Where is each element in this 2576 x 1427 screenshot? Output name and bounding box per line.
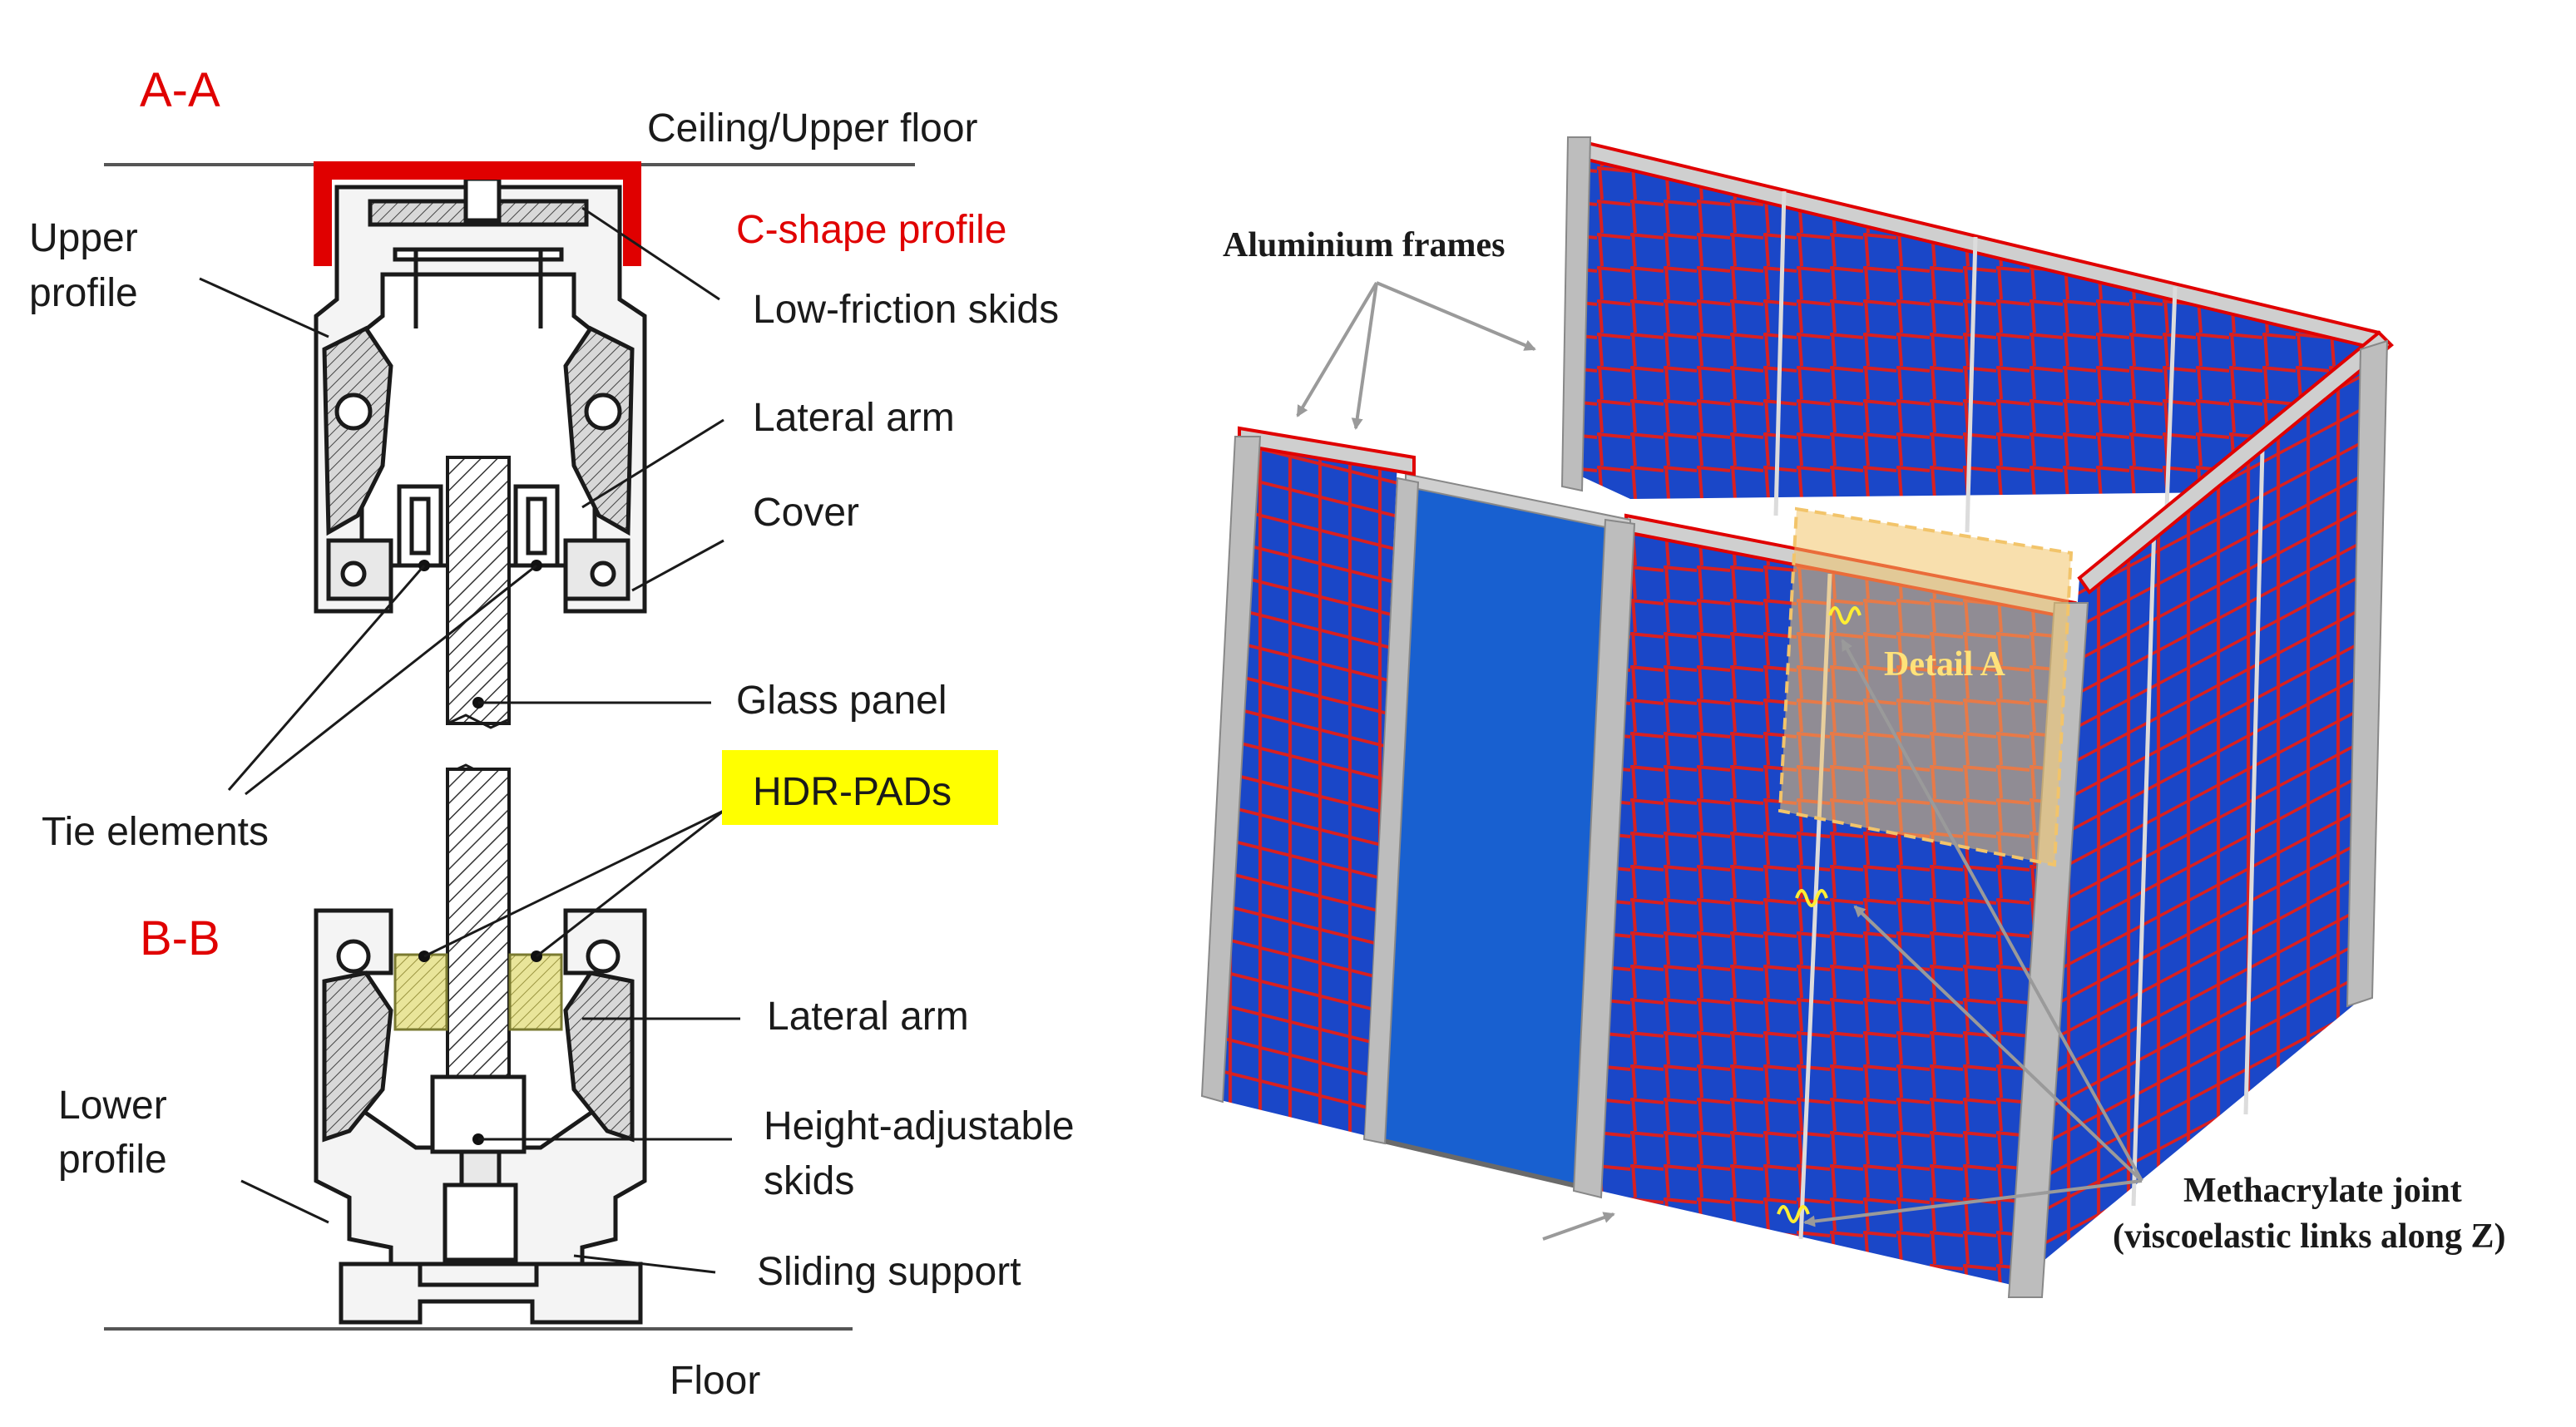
detail-a-label: Detail A <box>1884 645 2005 684</box>
tie-elements-label: Tie elements <box>42 810 269 854</box>
glass-panel-lower <box>446 768 511 1116</box>
c-shape-profile-label: C-shape profile <box>736 208 1007 252</box>
detail-a-box <box>1777 506 2074 867</box>
cover-label: Cover <box>753 491 859 535</box>
right-wall <box>2030 358 2375 1272</box>
lower-profile-label-2: profile <box>58 1138 167 1182</box>
upper-profile <box>314 176 647 614</box>
aluminium-frames-label: Aluminium frames <box>1223 226 1506 264</box>
section-b-tag: B-B <box>140 911 220 965</box>
model-arrows <box>1296 281 2143 1241</box>
height-adjustable-label-2: skids <box>764 1159 854 1203</box>
ceiling-label: Ceiling/Upper floor <box>647 106 978 151</box>
c-shape-profile <box>314 161 641 266</box>
glass-panel-label: Glass panel <box>736 679 947 723</box>
lateral-arm-lower-label: Lateral arm <box>767 995 969 1039</box>
fe-model: Detail A Aluminium frames Methacrylate j… <box>1200 136 2506 1298</box>
lower-profile-label-1: Lower <box>58 1084 167 1128</box>
glass-panel-upper <box>446 456 511 725</box>
methacrylate-label-1: Methacrylate joint <box>2183 1172 2462 1210</box>
section-a-tag: A-A <box>140 63 220 117</box>
left-wall <box>1210 437 1397 1135</box>
floor-label: Floor <box>670 1359 760 1403</box>
sliding-support-label: Sliding support <box>757 1250 1021 1294</box>
hdr-pad-right <box>508 953 563 1031</box>
leader-lines <box>199 206 740 1274</box>
hdr-pad-left <box>393 953 448 1031</box>
hdr-pads-highlight <box>722 750 998 825</box>
upper-profile-label-2: profile <box>29 271 138 315</box>
low-friction-skids-label: Low-friction skids <box>753 288 1059 332</box>
section-drawing: A-A Ceiling/Upper floor C-shape profile … <box>29 63 1075 1403</box>
upper-profile-label-1: Upper <box>29 216 138 260</box>
methacrylate-label-2: (viscoelastic links along Z) <box>2113 1217 2506 1256</box>
height-adjustable-label-1: Height-adjustable <box>764 1104 1075 1148</box>
hdr-pads-label: HDR-PADs <box>753 770 952 814</box>
lateral-arm-upper-label: Lateral arm <box>753 396 955 440</box>
